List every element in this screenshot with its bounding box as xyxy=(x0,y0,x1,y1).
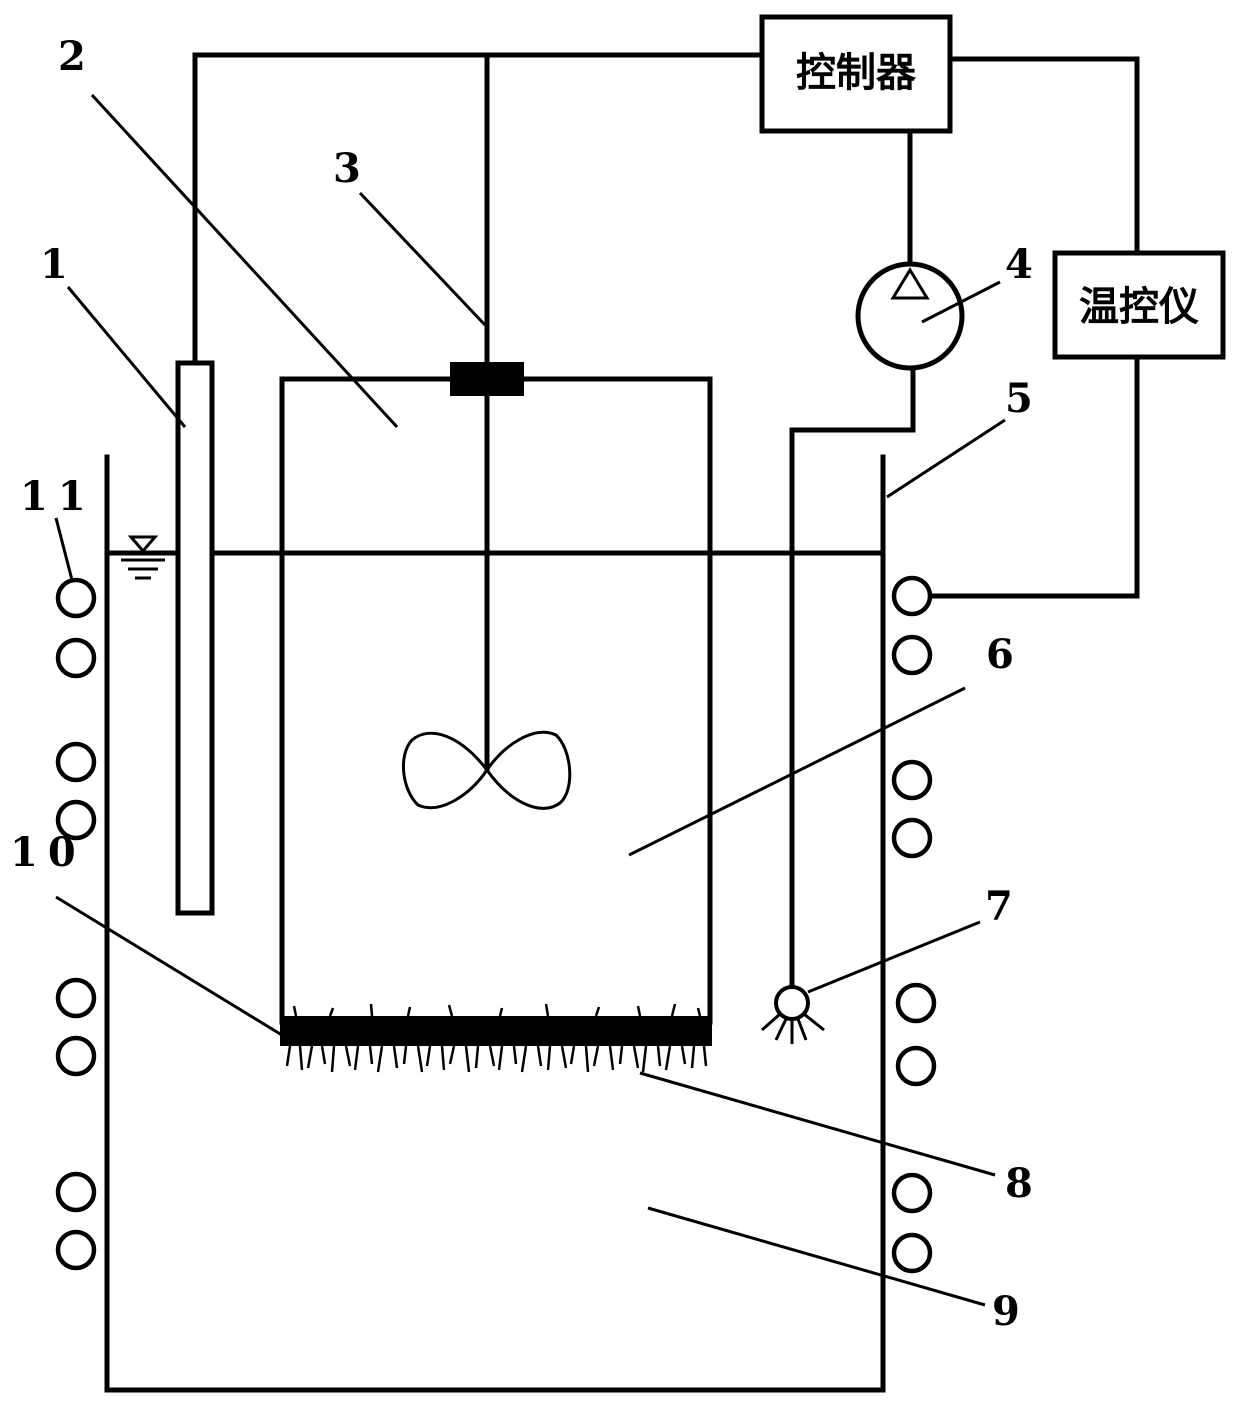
leader-4 xyxy=(921,280,1001,324)
leader-2 xyxy=(90,93,399,429)
stirrer-motor xyxy=(450,362,524,396)
biofilm-fibers xyxy=(285,1003,708,1073)
label-5: 5 xyxy=(1005,375,1033,422)
label-4: 4 xyxy=(1005,241,1033,288)
label-11: 11 xyxy=(20,473,96,520)
leader-7 xyxy=(807,920,981,994)
leader-10 xyxy=(55,895,291,1042)
pump-triangle xyxy=(890,267,930,300)
label-8: 8 xyxy=(1005,1160,1033,1207)
label-3: 3 xyxy=(333,145,361,192)
controller-label: 控制器 xyxy=(796,50,917,96)
impeller xyxy=(401,730,572,810)
leader-5 xyxy=(886,418,1006,499)
label-10: 10 xyxy=(10,829,86,876)
label-1: 1 xyxy=(40,241,68,288)
wire-probe-controller xyxy=(192,52,765,366)
wire-controller-tempctrl xyxy=(947,56,1140,256)
leader-6 xyxy=(628,686,966,857)
water-level-symbol xyxy=(121,535,165,580)
heating-coils-left xyxy=(55,577,97,1271)
temp-controller-label: 温控仪 xyxy=(1079,284,1199,330)
label-6: 6 xyxy=(986,631,1014,678)
inner-reactor xyxy=(279,376,713,1025)
air-diffuser xyxy=(761,985,825,1044)
leader-8 xyxy=(639,1071,996,1177)
probe xyxy=(175,360,215,916)
label-7: 7 xyxy=(985,883,1013,930)
leader-1 xyxy=(66,286,187,428)
wire-tempctrl-heater xyxy=(927,354,1140,599)
heating-coils-right xyxy=(891,575,937,1274)
pump xyxy=(855,261,965,371)
outer-tank xyxy=(104,454,886,1393)
controller-box xyxy=(759,14,953,134)
membrane-plate xyxy=(280,1016,712,1046)
leader-3 xyxy=(358,191,487,327)
label-9: 9 xyxy=(992,1288,1020,1335)
leader-11 xyxy=(54,517,74,581)
leader-9 xyxy=(647,1206,986,1307)
label-2: 2 xyxy=(58,33,86,80)
air-pipe xyxy=(789,365,916,993)
